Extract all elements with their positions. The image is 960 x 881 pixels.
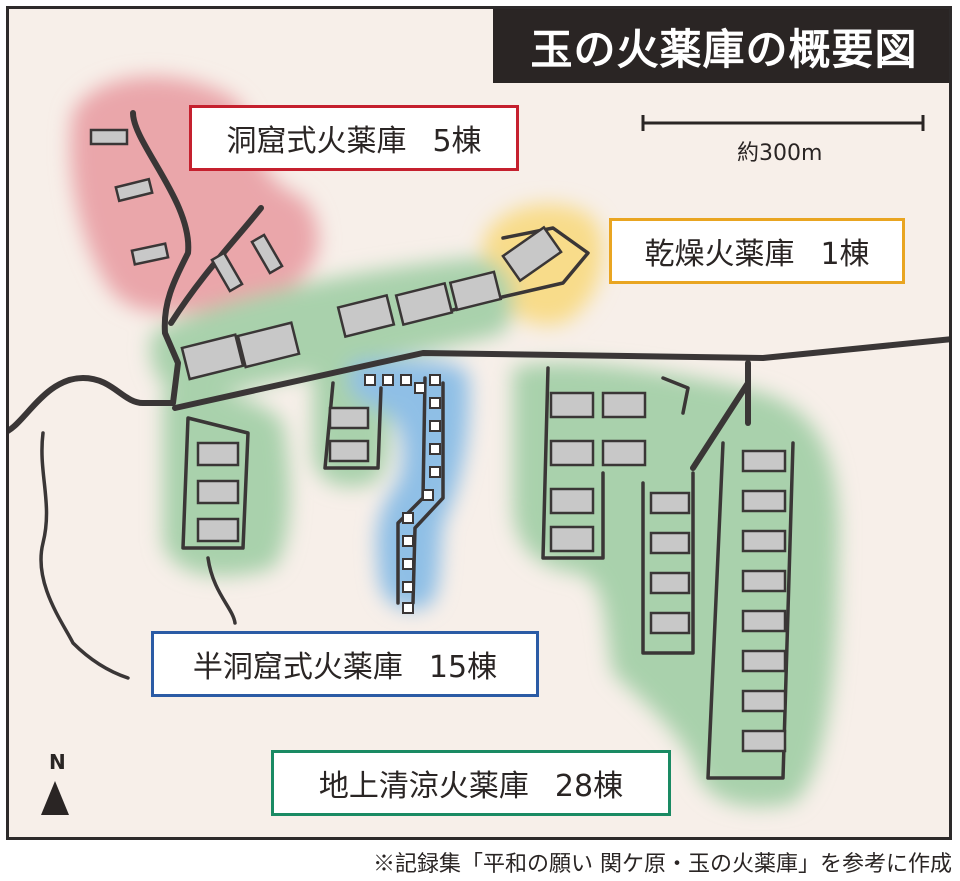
legend-cave-count: 5棟 [432,124,482,159]
surface-store [328,439,370,463]
surface-store [601,391,647,419]
surface-store [741,649,787,673]
cave-bunker [250,233,284,275]
map-canvas [9,76,949,815]
cave-bunker [130,242,170,266]
legend-semi-cave-count: 15棟 [428,650,498,685]
surface-store [549,439,595,467]
legend-dry-name: 乾燥火薬庫 [644,237,795,272]
legend-cave: 洞窟式火薬庫 5棟 [189,105,519,171]
source-caption: ※記録集「平和の願い 関ケ原・玉の火薬庫」を参考に作成 [373,852,952,877]
right-loop-d [706,441,795,780]
cave-bunker [89,128,129,146]
north-arrow-icon [41,781,69,815]
surface-store [394,281,454,327]
surface-store [549,525,595,553]
surface-store [180,333,245,381]
surface-store [741,449,787,473]
main-road [9,110,192,434]
left-trail [206,556,237,625]
right-spur-2 [690,380,751,471]
surface-store [236,321,301,369]
buildings [89,128,787,753]
left-loop [181,416,250,550]
surface-store [328,406,370,430]
cave-bunker [114,177,154,203]
surface-store [649,571,691,595]
dry-store [501,225,563,283]
legend-semi-cave-name: 半洞窟式火薬庫 [192,650,403,685]
north-label: N [49,750,66,774]
right-loop-c [641,471,695,655]
scale-bar [641,115,925,131]
surface-store [549,391,595,419]
semi-cave-magazines [364,374,441,614]
surface-store [741,689,787,713]
legend-semi-cave: 半洞窟式火薬庫 15棟 [151,631,539,697]
surface-store [196,479,240,505]
legend-surface-name: 地上清涼火薬庫 [318,769,529,804]
surface-store [448,270,503,312]
surface-store [741,729,787,753]
legend-cave-name: 洞窟式火薬庫 [226,124,407,159]
legend-surface: 地上清涼火薬庫 28棟 [271,750,671,816]
surface-store [336,293,396,339]
surface-store [741,529,787,553]
surface-store [649,531,691,555]
surface-store [741,569,787,593]
west-stream [39,431,130,680]
legend-dry-count: 1棟 [820,237,870,272]
east-road [172,336,949,411]
surface-store [649,491,691,515]
surface-store [649,611,691,635]
surface-store [741,489,787,513]
map-frame: 玉の火薬庫の概要図 約300m N 洞窟式火薬庫 5棟 乾燥火薬庫 1棟 半洞窟… [6,6,952,840]
right-loop-b [661,376,690,415]
surface-store [196,517,240,543]
scale-label: 約300m [737,141,823,166]
cave-bunker [210,251,244,293]
semi-track [396,376,427,605]
surface-store [741,609,787,633]
legend-dry: 乾燥火薬庫 1棟 [609,218,905,284]
surface-store [549,487,595,515]
legend-surface-count: 28棟 [554,769,624,804]
surface-store [196,441,240,467]
map-title: 玉の火薬庫の概要図 [493,9,949,83]
surface-store [601,439,647,467]
right-loop-a [541,366,605,560]
